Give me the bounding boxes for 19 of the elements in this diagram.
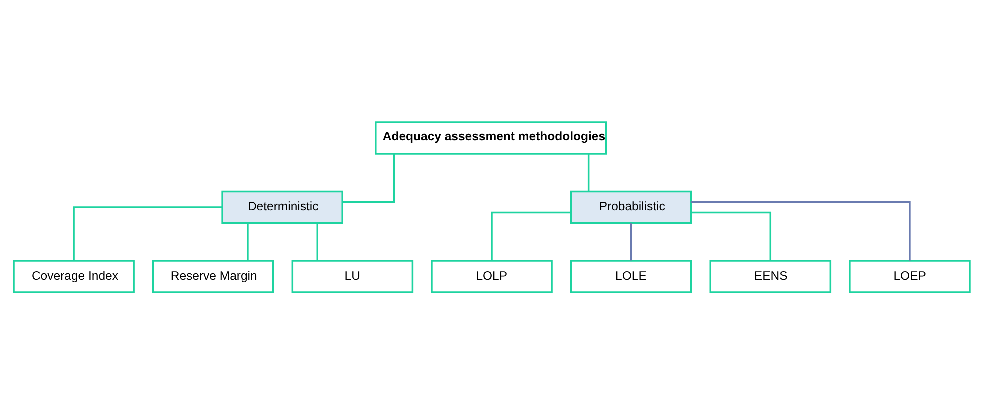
node-box: EENS	[710, 260, 832, 293]
connector	[630, 223, 632, 260]
node-box: Coverage Index	[13, 260, 135, 293]
node-box: Reserve Margin	[152, 260, 274, 293]
node-box: Probabilistic	[570, 190, 692, 224]
connector	[491, 211, 572, 260]
connector	[316, 223, 318, 260]
connector	[247, 223, 249, 260]
node-box: Deterministic	[222, 190, 344, 224]
node-box: LOLP	[431, 260, 553, 293]
connector	[691, 200, 911, 260]
connector	[73, 206, 223, 260]
node-box: LOEP	[849, 260, 971, 293]
connector	[588, 154, 590, 192]
connector	[342, 154, 396, 203]
node-box: LU	[292, 260, 414, 293]
connector	[692, 211, 772, 260]
node-box: LOLE	[570, 260, 692, 293]
node-box: Adequacy assessment methodologies	[375, 121, 608, 154]
